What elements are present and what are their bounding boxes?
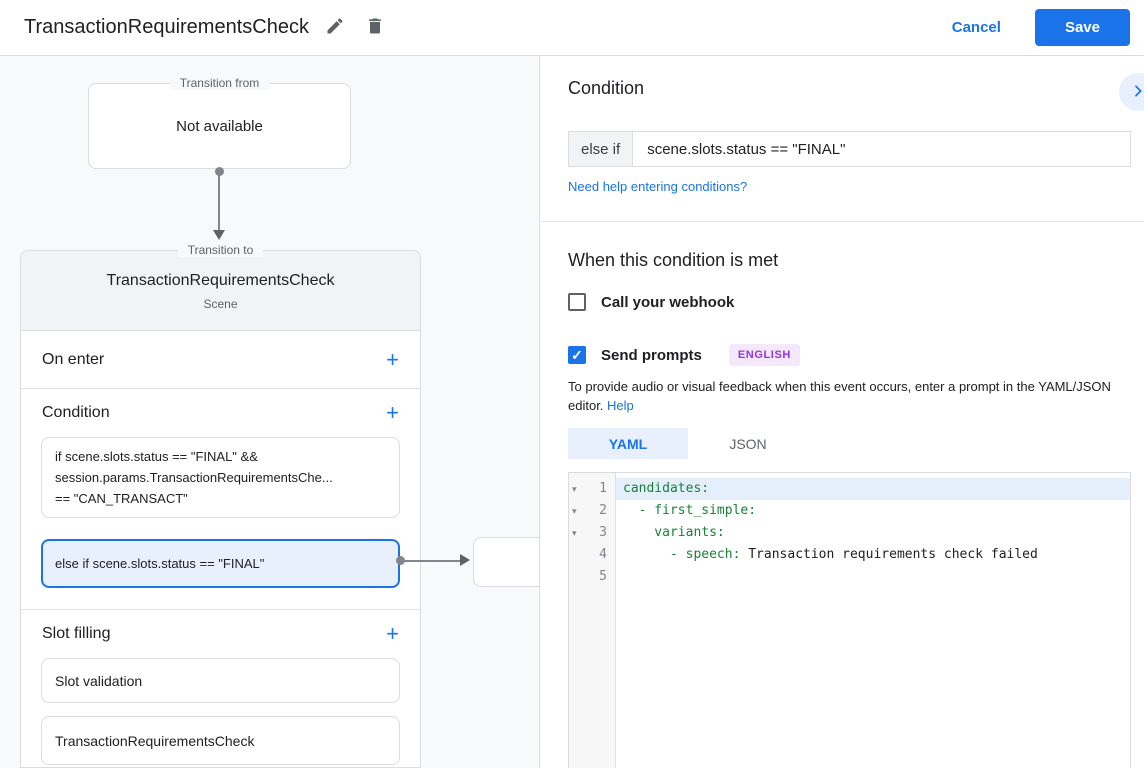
add-condition-button[interactable]: + xyxy=(386,400,399,425)
yaml-key: - speech: xyxy=(623,547,749,562)
gutter-line-3: ▾3 xyxy=(569,522,615,544)
arrow-line xyxy=(218,175,220,231)
check-icon: ✓ xyxy=(571,347,583,363)
delete-scene-button[interactable] xyxy=(355,8,395,48)
yaml-key: candidates: xyxy=(623,481,710,496)
edit-scene-button[interactable] xyxy=(315,8,355,48)
pencil-icon xyxy=(325,16,345,39)
transition-arrow xyxy=(209,167,229,240)
transition-target-box[interactable] xyxy=(473,537,539,587)
on-enter-section: On enter + xyxy=(21,331,420,389)
condition-label: Condition xyxy=(42,404,110,421)
yaml-key: - first_simple: xyxy=(623,503,757,518)
editor-tabs: YAML JSON xyxy=(568,428,808,459)
condition-prefix-label: else if xyxy=(569,132,634,166)
send-prompts-row[interactable]: ✓ Send prompts ENGLISH xyxy=(568,344,800,366)
scene-name: TransactionRequirementsCheck xyxy=(106,272,335,289)
send-prompts-label: Send prompts xyxy=(601,346,702,364)
line-number: 2 xyxy=(599,503,607,518)
fold-arrow-icon[interactable]: ▾ xyxy=(572,484,577,494)
webhook-label: Call your webhook xyxy=(601,293,735,311)
condition-expression-input[interactable] xyxy=(633,132,1130,166)
gutter-line-2: ▾2 xyxy=(569,500,615,522)
line-number: 4 xyxy=(599,547,607,562)
collapse-panel-button[interactable] xyxy=(1119,73,1144,111)
editor-gutter: ▾1 ▾2 ▾3 4 5 xyxy=(569,473,616,768)
yaml-key: variants: xyxy=(623,525,725,540)
editor-code-area[interactable]: candidates: - first_simple: variants: - … xyxy=(616,473,1130,768)
panel-divider xyxy=(541,221,1144,222)
gutter-line-4: 4 xyxy=(569,544,615,566)
scene-card-header: TransactionRequirementsCheck Scene xyxy=(21,251,420,331)
fold-arrow-icon[interactable]: ▾ xyxy=(572,528,577,538)
gutter-line-5: 5 xyxy=(569,566,615,588)
condition-section-header: Condition + xyxy=(21,389,420,437)
arrow-head-icon xyxy=(213,230,225,240)
slot-filling-label: Slot filling xyxy=(42,625,111,642)
code-line: - first_simple: xyxy=(616,500,1130,522)
condition-section: Condition + if scene.slots.status == "FI… xyxy=(21,389,420,610)
scene-type-label: Scene xyxy=(203,297,238,311)
fold-arrow-icon[interactable]: ▾ xyxy=(572,506,577,516)
language-badge: ENGLISH xyxy=(728,344,800,366)
trash-icon xyxy=(365,16,385,39)
transition-from-box[interactable]: Transition from Not available xyxy=(88,76,351,169)
transition-to-legend: Transition to xyxy=(177,243,264,257)
connector-dot-handle[interactable] xyxy=(396,556,405,565)
tab-yaml[interactable]: YAML xyxy=(568,428,688,459)
slot-item-validation[interactable]: Slot validation xyxy=(41,658,400,703)
prompts-description-text: To provide audio or visual feedback when… xyxy=(568,379,1111,413)
call-webhook-row[interactable]: Call your webhook xyxy=(568,293,734,311)
conditions-help-link[interactable]: Need help entering conditions? xyxy=(568,179,748,194)
slot-filling-section: Slot filling + Slot validation Transacti… xyxy=(21,610,420,765)
code-line: candidates: xyxy=(616,478,1130,500)
cancel-button[interactable]: Cancel xyxy=(951,19,1001,36)
slot-item-transaction-requirements[interactable]: TransactionRequirementsCheck xyxy=(41,716,400,765)
yaml-code-editor[interactable]: ▾1 ▾2 ▾3 4 5 candidates: - first_simple:… xyxy=(568,472,1131,768)
transition-to-card: Transition to TransactionRequirementsChe… xyxy=(20,243,421,768)
on-enter-label: On enter xyxy=(42,350,105,368)
help-link[interactable]: Help xyxy=(607,398,634,413)
webhook-checkbox[interactable] xyxy=(568,293,586,311)
condition-expression-row: else if xyxy=(568,131,1131,167)
yaml-value: Transaction requirements check failed xyxy=(748,547,1038,562)
connector-arrow-head-icon xyxy=(460,554,470,566)
tab-json[interactable]: JSON xyxy=(729,435,767,452)
transition-from-legend: Transition from xyxy=(169,76,270,90)
gutter-line-1: ▾1 xyxy=(569,478,615,500)
transition-from-value: Not available xyxy=(176,117,263,135)
code-line: - speech: Transaction requirements check… xyxy=(616,544,1130,566)
save-button[interactable]: Save xyxy=(1034,9,1130,46)
when-condition-met-title: When this condition is met xyxy=(568,250,779,270)
code-line: variants: xyxy=(616,522,1130,544)
top-bar: TransactionRequirementsCheck Cancel Save xyxy=(0,0,1144,56)
add-slot-button[interactable]: + xyxy=(386,621,399,646)
code-line xyxy=(616,566,1130,588)
panel-title: Condition xyxy=(568,78,645,98)
condition-detail-panel: Condition else if Need help entering con… xyxy=(541,56,1144,768)
line-number: 5 xyxy=(599,569,607,584)
page-title: TransactionRequirementsCheck xyxy=(24,16,309,38)
chevron-right-icon xyxy=(1130,83,1144,102)
condition-item-if[interactable]: if scene.slots.status == "FINAL" && sess… xyxy=(41,437,400,518)
slot-filling-section-header: Slot filling + xyxy=(21,610,420,658)
scene-graph-canvas: Transition from Not available Transition… xyxy=(0,56,540,768)
line-number: 1 xyxy=(599,481,607,496)
arrow-start-dot xyxy=(214,167,224,176)
connector-line xyxy=(404,559,462,562)
line-number: 3 xyxy=(599,525,607,540)
add-on-enter-button[interactable]: + xyxy=(386,346,399,372)
condition-item-elseif-selected[interactable]: else if scene.slots.status == "FINAL" xyxy=(41,539,400,588)
send-prompts-checkbox[interactable]: ✓ xyxy=(568,346,586,364)
prompts-description: To provide audio or visual feedback when… xyxy=(568,377,1126,415)
